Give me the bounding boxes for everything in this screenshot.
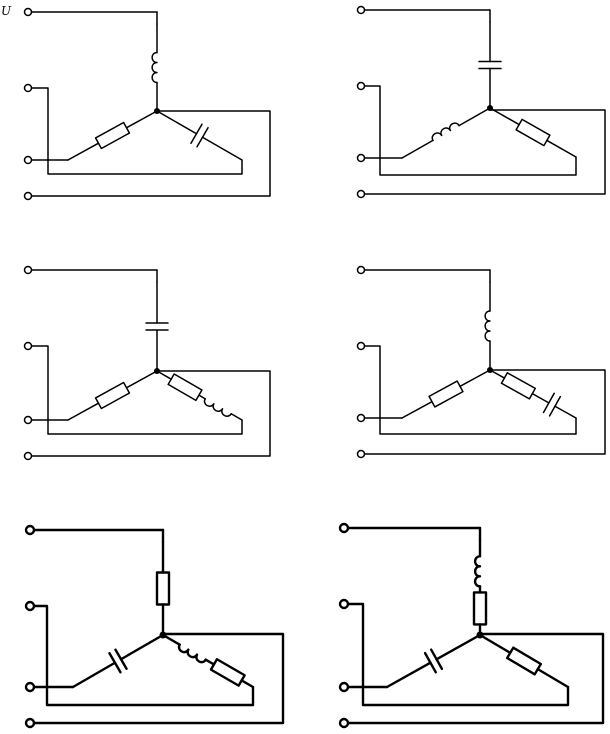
top-branch-inductor-0 [473, 555, 482, 588]
circuits-group [23, 5, 606, 729]
right-branch-capacitor-0 [190, 123, 209, 148]
right-branch-resistor-0 [515, 118, 551, 147]
top-branch-inductor-0 [151, 51, 158, 84]
terminal-1 [356, 5, 366, 15]
right-branch-capacitor-1 [542, 392, 562, 417]
terminal-4 [23, 191, 33, 201]
terminal-2 [23, 83, 33, 93]
terminal-2 [356, 81, 366, 91]
right-branch-inductor-0 [177, 643, 207, 664]
terminal-2 [23, 341, 33, 351]
left-branch-resistor-0 [94, 121, 131, 150]
left-branch-resistor-0 [94, 381, 131, 410]
left-branch-capacitor-0 [108, 648, 128, 674]
terminal-1 [356, 265, 366, 275]
terminal-4 [23, 451, 33, 461]
terminal-3 [23, 155, 33, 165]
terminal-4 [356, 449, 366, 459]
right-branch-resistor-1 [209, 658, 246, 687]
left-branch-resistor-0 [428, 380, 464, 408]
terminal-3 [356, 153, 366, 163]
right-branch-resistor-0 [500, 372, 537, 400]
top-branch-inductor-0 [484, 310, 491, 342]
corner-label: U [1, 4, 12, 18]
circuit-3 [23, 265, 271, 461]
circuit-4 [356, 265, 606, 459]
terminal-4 [356, 189, 366, 199]
terminal-2 [356, 341, 366, 351]
circuit-1 [23, 7, 271, 201]
right-branch-inductor-1 [203, 398, 232, 417]
right-branch-resistor-0 [167, 373, 203, 402]
terminal-3 [356, 413, 366, 423]
circuit-6 [338, 522, 605, 729]
top-branch-resistor-0 [155, 571, 171, 606]
circuit-2 [356, 5, 606, 199]
top-branch-resistor-1 [472, 591, 488, 626]
left-branch-inductor-0 [431, 122, 460, 142]
terminal-1 [23, 7, 33, 17]
circuit-5 [24, 524, 285, 729]
terminal-1 [23, 265, 33, 275]
right-branch-resistor-0 [505, 646, 543, 676]
top-branch-capacitor-0 [478, 60, 502, 70]
left-branch-capacitor-0 [423, 648, 444, 674]
top-branch-capacitor-0 [145, 322, 169, 331]
terminal-3 [23, 415, 33, 425]
